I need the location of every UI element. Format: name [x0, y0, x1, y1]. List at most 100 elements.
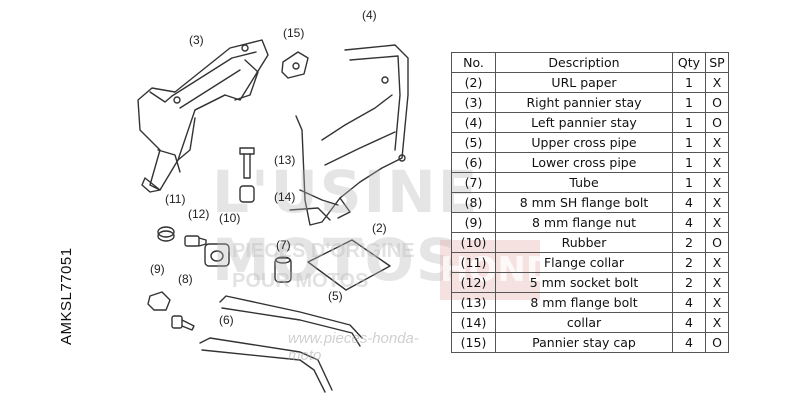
cell-sp: X	[705, 252, 729, 273]
callout-2: (2)	[372, 221, 387, 235]
cell-no: (4)	[451, 112, 496, 133]
callout-5: (5)	[328, 289, 343, 303]
cell-qty: 4	[672, 312, 706, 333]
cell-qty: 2	[672, 232, 706, 253]
cell-sp: O	[705, 112, 729, 133]
cell-no: (14)	[451, 312, 496, 333]
tube-drawing	[274, 256, 292, 283]
cell-description: Lower cross pipe	[495, 152, 673, 173]
cell-qty: 2	[672, 272, 706, 293]
cell-description: 8 mm flange bolt	[495, 292, 673, 313]
cell-sp: O	[705, 232, 729, 253]
callout-14: (14)	[274, 190, 296, 204]
callout-10: (10)	[219, 211, 241, 225]
cell-qty: 1	[672, 92, 706, 113]
cell-no: (15)	[451, 332, 496, 353]
cell-qty: 4	[672, 192, 706, 213]
flange-nut-drawing	[147, 291, 171, 311]
url-paper-drawing	[307, 239, 391, 291]
socket-bolt-drawing	[184, 235, 207, 247]
cell-no: (13)	[451, 292, 496, 313]
cell-description: Rubber	[495, 232, 673, 253]
header-no: No.	[451, 52, 496, 73]
lower-cross-pipe-drawing	[199, 337, 333, 393]
cell-sp: X	[705, 312, 729, 333]
cell-description: 8 mm SH flange bolt	[495, 192, 673, 213]
cell-sp: X	[705, 292, 729, 313]
cell-no: (2)	[451, 72, 496, 93]
cell-no: (9)	[451, 212, 496, 233]
cell-sp: X	[705, 172, 729, 193]
callout-12: (12)	[188, 207, 210, 221]
exploded-view-drawing	[137, 39, 409, 393]
callout-6: (6)	[219, 313, 234, 327]
cell-no: (8)	[451, 192, 496, 213]
table-header-row: No. Description Qty SP	[451, 52, 729, 73]
header-description: Description	[495, 52, 673, 73]
upper-cross-pipe-drawing	[219, 295, 363, 347]
cell-description: collar	[495, 312, 673, 333]
cell-description: 5 mm socket bolt	[495, 272, 673, 293]
sh-flange-bolt-drawing	[171, 315, 195, 331]
cell-qty: 4	[672, 292, 706, 313]
cell-sp: X	[705, 132, 729, 153]
callout-15: (15)	[283, 26, 305, 40]
cell-description: URL paper	[495, 72, 673, 93]
left-pannier-stay-drawing	[289, 44, 409, 226]
collar-drawing	[239, 185, 255, 203]
cell-qty: 1	[672, 132, 706, 153]
cell-description: Upper cross pipe	[495, 132, 673, 153]
callout-4: (4)	[362, 8, 377, 22]
cell-sp: X	[705, 272, 729, 293]
cell-sp: X	[705, 72, 729, 93]
callout-11: (11)	[165, 192, 186, 206]
header-sp: SP	[705, 52, 729, 73]
header-qty: Qty	[672, 52, 706, 73]
cell-no: (6)	[451, 152, 496, 173]
cell-qty: 1	[672, 112, 706, 133]
pannier-stay-cap-drawing	[281, 51, 309, 79]
cell-qty: 1	[672, 172, 706, 193]
cell-sp: O	[705, 332, 729, 353]
callout-3: (3)	[189, 33, 204, 47]
callout-13: (13)	[274, 153, 296, 167]
flange-collar-drawing	[157, 226, 175, 242]
cell-qty: 1	[672, 152, 706, 173]
cell-qty: 4	[672, 212, 706, 233]
cell-qty: 2	[672, 252, 706, 273]
right-pannier-stay-drawing	[137, 39, 269, 193]
diagram-code: AMKSL77051	[58, 247, 75, 345]
cell-description: Pannier stay cap	[495, 332, 673, 353]
cell-description: Left pannier stay	[495, 112, 673, 133]
cell-sp: O	[705, 92, 729, 113]
cell-description: Right pannier stay	[495, 92, 673, 113]
cell-no: (5)	[451, 132, 496, 153]
callout-9: (9)	[150, 262, 165, 276]
cell-sp: X	[705, 192, 729, 213]
parts-diagram: L'USINE MOTOS PIECES D'ORIGINE POUR MOTO…	[58, 8, 540, 393]
cell-description: Flange collar	[495, 252, 673, 273]
cell-sp: X	[705, 152, 729, 173]
cell-no: (3)	[451, 92, 496, 113]
cell-description: Tube	[495, 172, 673, 193]
flange-bolt-drawing	[239, 147, 255, 179]
cell-no: (12)	[451, 272, 496, 293]
rubber-drawing	[204, 243, 230, 267]
cell-qty: 4	[672, 332, 706, 353]
cell-no: (10)	[451, 232, 496, 253]
